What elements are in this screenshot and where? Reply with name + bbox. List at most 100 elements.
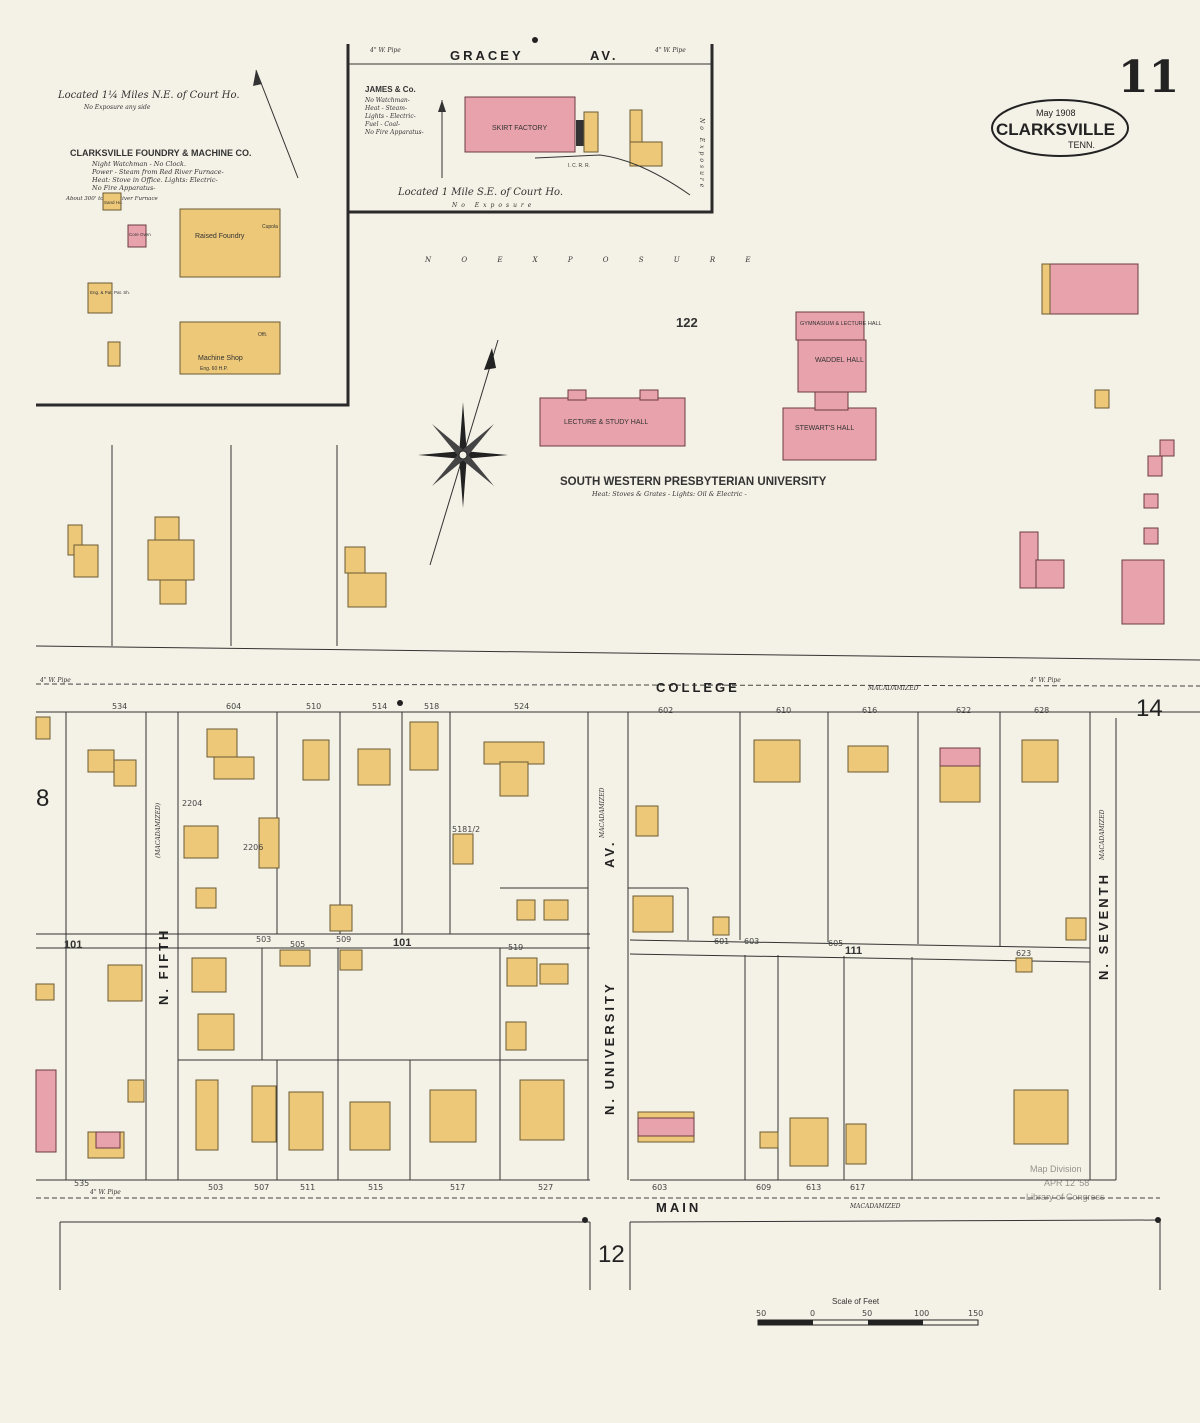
sheet-date: May 1908 [1036, 108, 1076, 118]
dwelling [73, 544, 99, 578]
dwelling [206, 728, 238, 758]
skirt-note-4: Fuel - Coal- [364, 121, 400, 128]
stamp-line-3: Library of Congress [1026, 1192, 1105, 1202]
dwelling [847, 745, 889, 773]
building-waddel-hall [797, 339, 867, 393]
dwelling-garage-x [329, 904, 353, 932]
dwelling [302, 739, 330, 781]
dwelling [429, 1089, 477, 1143]
dwelling [197, 1013, 235, 1051]
building-engine-pattern [87, 282, 113, 314]
building-east-brick-1 [1041, 263, 1139, 315]
dwelling [357, 748, 391, 786]
dwelling [516, 899, 536, 921]
building-east-brick-7 [1019, 531, 1039, 589]
building-east-brick-3 [1147, 455, 1163, 477]
icrr-track [534, 154, 691, 196]
dwelling [127, 1079, 145, 1103]
dwelling [845, 1123, 867, 1165]
skirt-note-5: No Fire Apparatus- [364, 129, 424, 136]
inset-foundry: Located 1¼ Miles N.E. of Court Ho. No Ex… [36, 44, 350, 407]
address-2206: 2206 [243, 843, 263, 852]
scale-label: Scale of Feet [832, 1297, 880, 1306]
address-514: 514 [372, 702, 387, 711]
address-604: 604 [226, 702, 241, 711]
dwelling [347, 572, 387, 608]
dwelling [147, 539, 195, 581]
scale-bar: Scale of Feet 50 0 50 100 150 [756, 1297, 983, 1326]
addresses: 534 604 510 514 518 524 602 610 616 622 … [74, 702, 1049, 1192]
building-east-brick-4 [1143, 493, 1159, 509]
dwelling [789, 1117, 829, 1167]
building-east-brick-6 [1121, 559, 1165, 625]
scale-bar-segment-2 [868, 1320, 923, 1325]
skirt-note-1: No Watchman- [364, 97, 410, 104]
address-628: 628 [1034, 706, 1049, 715]
building-small-shed [107, 341, 121, 367]
university-notes: Heat: Stoves & Grates - Lights: Oil & El… [591, 490, 747, 498]
building-lecture-study-hall [539, 397, 686, 447]
label-sand-house: Sand Ho. [104, 200, 123, 205]
label-engine-hp: Eng. 60 H.P. [200, 366, 228, 372]
label-stewarts-hall: STEWART'S HALL [795, 425, 854, 432]
scale-bar-segment-1 [758, 1320, 813, 1325]
dwelling-brick-part [95, 1131, 121, 1149]
address-602: 602 [658, 706, 673, 715]
dwelling [349, 1101, 391, 1151]
dwelling [183, 825, 219, 859]
building-skirt-shed-2 [629, 141, 663, 167]
label-lecture-study-hall: LECTURE & STUDY HALL [564, 419, 648, 426]
foundry-note-1: Night Watchman - No Clock. [91, 160, 186, 168]
address-505-alley: 505 [290, 940, 305, 949]
building-east-brick-2 [1159, 439, 1175, 457]
main-street-south-edge-east [629, 1219, 1161, 1223]
building-sand-house [102, 192, 122, 211]
address-507: 507 [254, 1183, 269, 1192]
building-machine-shop [179, 321, 281, 375]
address-603: 603 [652, 1183, 667, 1192]
label-waddel-hall: WADDEL HALL [815, 357, 864, 364]
adjoining-sheet-12: 12 [598, 1241, 625, 1268]
foundry-exposure: No Exposure any side [83, 104, 151, 111]
address-527: 527 [538, 1183, 553, 1192]
address-517: 517 [450, 1183, 465, 1192]
college-pipe-label-east: 4" W. Pipe [1029, 677, 1061, 684]
dwelling [195, 887, 217, 909]
dwelling [499, 761, 529, 797]
college-pipe-label-west: 4" W. Pipe [39, 677, 71, 684]
address-610: 610 [776, 706, 791, 715]
scale-tick-100: 100 [914, 1309, 929, 1318]
address-613: 613 [806, 1183, 821, 1192]
address-2204: 2204 [182, 799, 202, 808]
lot-lines [36, 711, 1001, 1180]
scale-tick-0: 0 [810, 1309, 815, 1318]
dwelling [753, 739, 801, 783]
stamp-line-2: APR 12 '58 [1044, 1178, 1089, 1188]
dwelling [505, 1021, 527, 1051]
compass-center [458, 450, 468, 460]
address-601-alley: 601 [714, 937, 729, 946]
building-east-brick-1-porch [1041, 263, 1051, 315]
dwelling [154, 516, 180, 544]
foundry-location: Located 1¼ Miles N.E. of Court Ho. [57, 90, 240, 101]
dwellings [35, 716, 1087, 1167]
alley-north-edge-east [629, 939, 1091, 949]
sheet-state: TENN. [1068, 140, 1095, 150]
dwelling [506, 957, 538, 987]
street-university-av: AV. [602, 839, 617, 868]
address-519-alley: 519 [508, 943, 523, 952]
stamp-line-1: Map Division [1030, 1164, 1082, 1174]
hydrant-main-east [1155, 1217, 1161, 1223]
alley-south-edge-east [629, 953, 1091, 963]
dwelling [759, 1131, 779, 1149]
label-icrr: I. C. R. R. [568, 163, 590, 169]
sheet-title: 11 May 1908 CLARKSVILLE TENN. [991, 52, 1179, 157]
dwelling [344, 546, 366, 574]
address-511: 511 [300, 1183, 315, 1192]
stewarts-hall-annex [814, 391, 849, 411]
scale-tick-150: 150 [968, 1309, 983, 1318]
dwelling [107, 964, 143, 1002]
dwelling [113, 759, 137, 787]
address-510: 510 [306, 702, 321, 711]
